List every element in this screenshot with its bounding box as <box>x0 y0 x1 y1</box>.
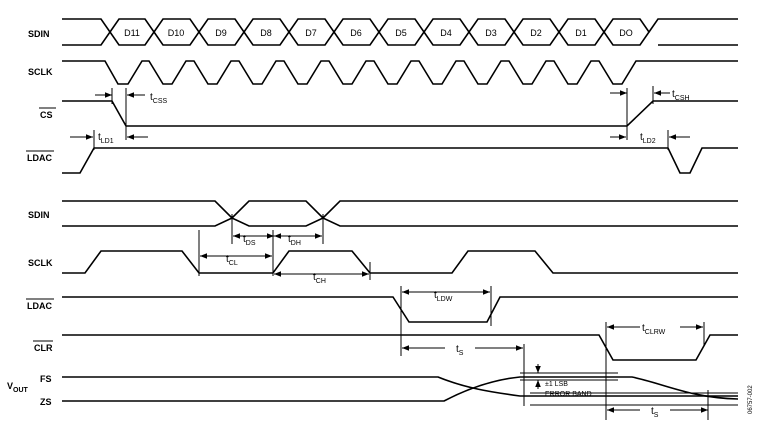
error-band-line2: ERROR BAND <box>545 391 592 398</box>
ldac-waveform-bottom <box>62 296 738 323</box>
sdin-waveform-bottom <box>62 200 738 227</box>
error-band-line1: ±1 LSB <box>545 381 568 388</box>
tcl-label: tCL <box>226 254 238 267</box>
sdin-label-top: SDIN <box>28 29 50 39</box>
tclrw-label: tCLRW <box>642 323 666 336</box>
fs-label: FS <box>40 374 52 384</box>
tds-label: tDS <box>243 234 256 247</box>
tcss-label: tCSS <box>150 92 168 105</box>
cs-label: CS <box>40 110 53 120</box>
tcsh-label: tCSH <box>672 89 690 102</box>
bit-d8: D8 <box>260 28 272 38</box>
sdin-label-bottom: SDIN <box>28 210 50 220</box>
sclk-label-top: SCLK <box>28 67 53 77</box>
ldac-label-bottom: LDAC <box>27 301 52 311</box>
sclk-label-bottom: SCLK <box>28 258 53 268</box>
tld2-label: tLD2 <box>640 132 656 145</box>
bit-d0: DO <box>619 28 633 38</box>
bit-d10: D10 <box>168 28 185 38</box>
tldw-label: tLDW <box>434 290 453 303</box>
zs-label: ZS <box>40 397 52 407</box>
ldac-waveform-top <box>62 147 738 174</box>
vout-waveform <box>62 372 739 406</box>
clr-label: CLR <box>34 343 53 353</box>
sclk-waveform-bottom <box>62 250 738 274</box>
bit-d2: D2 <box>530 28 542 38</box>
bit-d7: D7 <box>305 28 317 38</box>
vout-label: VOUT <box>7 381 29 394</box>
tdh-label: tDH <box>288 234 301 247</box>
ldac-label-top: LDAC <box>27 153 52 163</box>
bit-d11: D11 <box>124 28 140 38</box>
bit-d5: D5 <box>395 28 407 38</box>
bit-d9: D9 <box>215 28 227 38</box>
ts2-label: tS <box>651 406 659 419</box>
tch-label: tCH <box>313 272 326 285</box>
sclk-waveform-top <box>62 60 738 85</box>
figure-id: 06757-002 <box>748 385 754 414</box>
clr-waveform <box>62 334 738 361</box>
bit-d4: D4 <box>440 28 452 38</box>
sdin-bus-top <box>62 18 738 46</box>
bit-d3: D3 <box>485 28 497 38</box>
bit-d1: D1 <box>575 28 587 38</box>
ts1-label: tS <box>456 344 464 357</box>
cs-waveform <box>62 100 738 127</box>
bit-labels: D11 D10 D9 D8 D7 D6 D5 D4 D3 D2 D1 DO <box>124 28 633 38</box>
bit-d6: D6 <box>350 28 362 38</box>
tld1-label: tLD1 <box>98 132 114 145</box>
